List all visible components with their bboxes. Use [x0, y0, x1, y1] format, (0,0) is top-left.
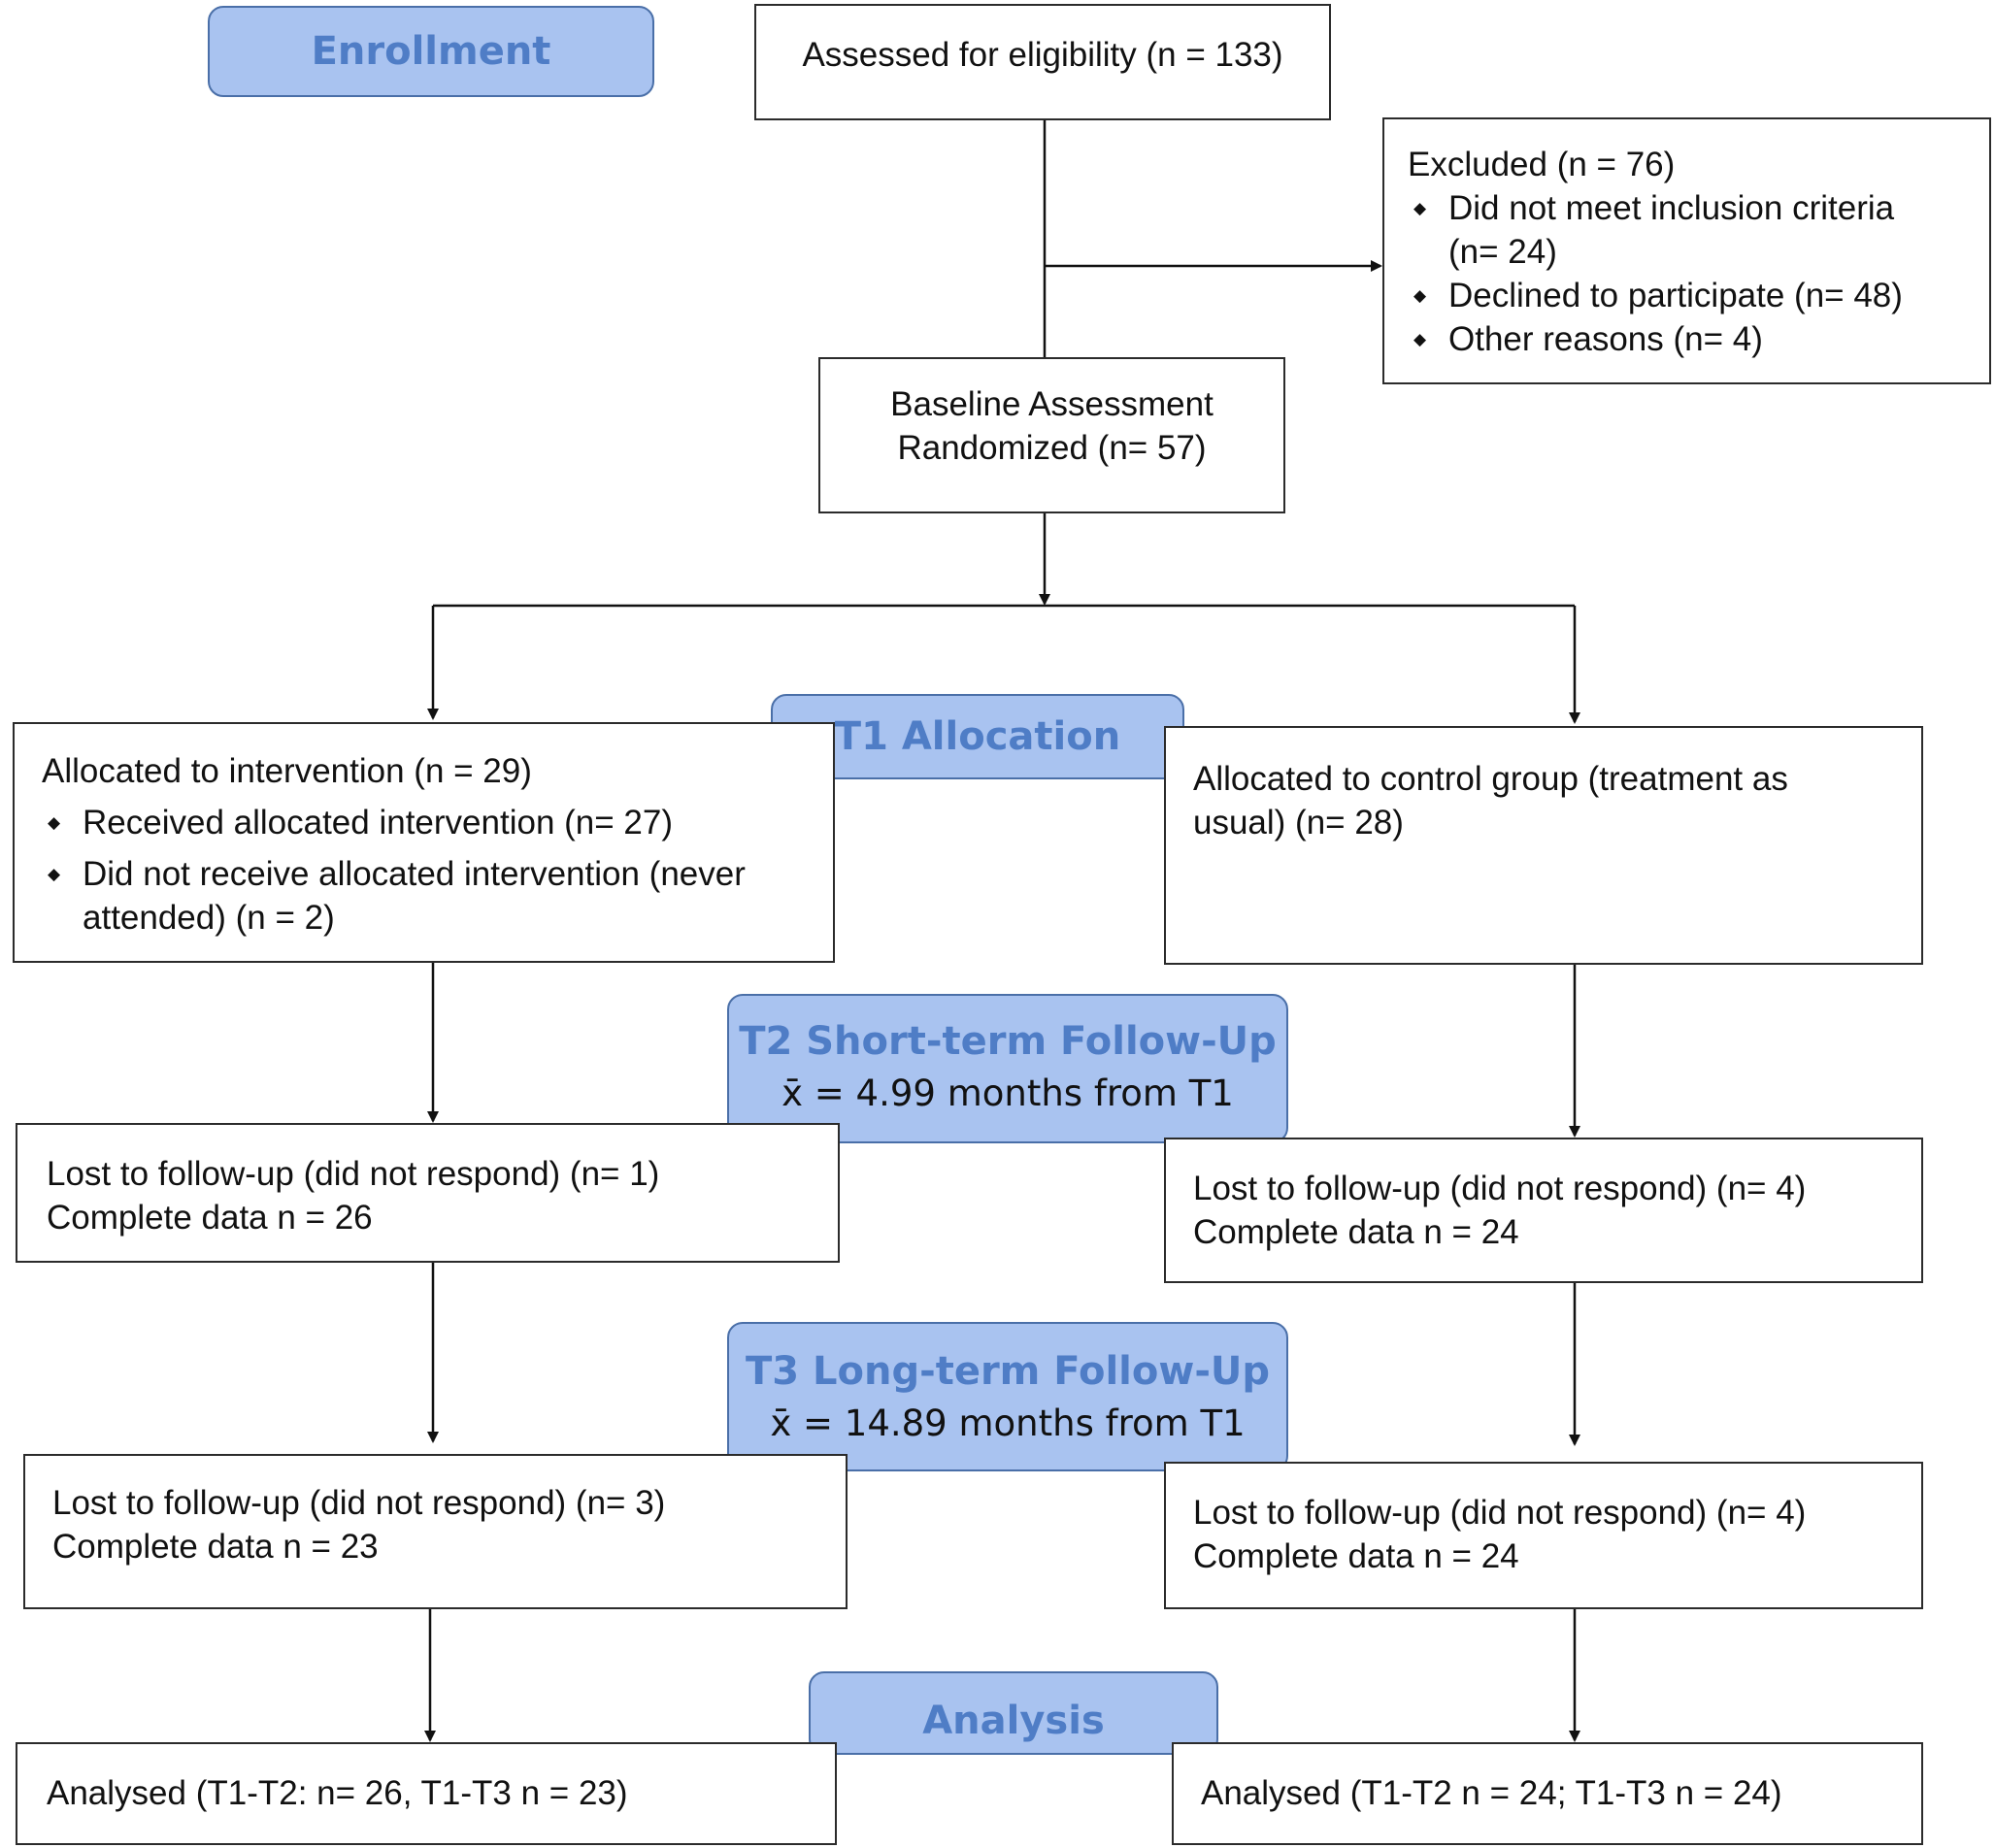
intervention-box: Allocated to intervention (n = 29) Recei… — [13, 722, 835, 963]
t2-control-complete: Complete data n = 24 — [1193, 1213, 1519, 1251]
baseline-box: Baseline Assessment Randomized (n= 57) — [818, 357, 1285, 513]
phase-analysis-label: Analysis — [922, 1699, 1105, 1743]
t2-control-box: Lost to follow-up (did not respond) (n= … — [1164, 1138, 1923, 1283]
intervention-title: Allocated to intervention (n = 29) — [42, 752, 532, 790]
excluded-title: Excluded (n = 76) — [1408, 146, 1676, 183]
phase-t3-mean: x̄ = 14.89 months from T1 — [770, 1402, 1246, 1444]
t3-intervention-box: Lost to follow-up (did not respond) (n= … — [23, 1454, 848, 1609]
t3-intervention-complete: Complete data n = 23 — [52, 1528, 379, 1566]
excluded-item: Did not meet inclusion criteria (n= 24) — [1408, 186, 1970, 274]
t2-intervention-complete: Complete data n = 26 — [47, 1199, 373, 1237]
eligibility-box: Assessed for eligibility (n = 133) — [754, 4, 1331, 120]
t3-control-complete: Complete data n = 24 — [1193, 1537, 1519, 1575]
excluded-item: Declined to participate (n= 48) — [1408, 274, 1970, 317]
baseline-line1: Baseline Assessment — [890, 385, 1214, 423]
t2-intervention-box: Lost to follow-up (did not respond) (n= … — [16, 1123, 840, 1263]
t2-control-lost: Lost to follow-up (did not respond) (n= … — [1193, 1170, 1807, 1207]
phase-t3-label: T3 Long-term Follow-Up — [745, 1349, 1271, 1394]
phase-t1-label: T1 Allocation — [834, 714, 1121, 759]
intervention-item: Did not receive allocated intervention (… — [42, 852, 814, 940]
phase-enrollment-label: Enrollment — [311, 29, 551, 74]
analysis-control-text: Analysed (T1-T2 n = 24; T1-T3 n = 24) — [1201, 1774, 1782, 1812]
analysis-intervention-text: Analysed (T1-T2: n= 26, T1-T3 n = 23) — [47, 1774, 628, 1812]
analysis-control-box: Analysed (T1-T2 n = 24; T1-T3 n = 24) — [1172, 1742, 1923, 1845]
intervention-item: Received allocated intervention (n= 27) — [42, 801, 814, 844]
phase-analysis: Analysis — [809, 1671, 1218, 1755]
eligibility-text: Assessed for eligibility (n = 133) — [802, 36, 1283, 74]
excluded-item: Other reasons (n= 4) — [1408, 317, 1970, 361]
phase-t2-label: T2 Short-term Follow-Up — [739, 1019, 1277, 1064]
control-box: Allocated to control group (treatment as… — [1164, 726, 1923, 965]
phase-t2-mean: x̄ = 4.99 months from T1 — [781, 1072, 1234, 1114]
control-title: Allocated to control group (treatment as… — [1193, 760, 1788, 842]
analysis-intervention-box: Analysed (T1-T2: n= 26, T1-T3 n = 23) — [16, 1742, 837, 1845]
t3-intervention-lost: Lost to follow-up (did not respond) (n= … — [52, 1484, 666, 1522]
phase-t3-followup: T3 Long-term Follow-Up x̄ = 14.89 months… — [727, 1322, 1288, 1471]
phase-t1-allocation: T1 Allocation — [771, 694, 1184, 779]
excluded-box: Excluded (n = 76) Did not meet inclusion… — [1382, 117, 1991, 384]
t3-control-box: Lost to follow-up (did not respond) (n= … — [1164, 1462, 1923, 1609]
phase-t2-followup: T2 Short-term Follow-Up x̄ = 4.99 months… — [727, 994, 1288, 1143]
phase-enrollment: Enrollment — [208, 6, 654, 97]
t2-intervention-lost: Lost to follow-up (did not respond) (n= … — [47, 1155, 660, 1193]
t3-control-lost: Lost to follow-up (did not respond) (n= … — [1193, 1494, 1807, 1532]
baseline-line2: Randomized (n= 57) — [897, 429, 1207, 467]
